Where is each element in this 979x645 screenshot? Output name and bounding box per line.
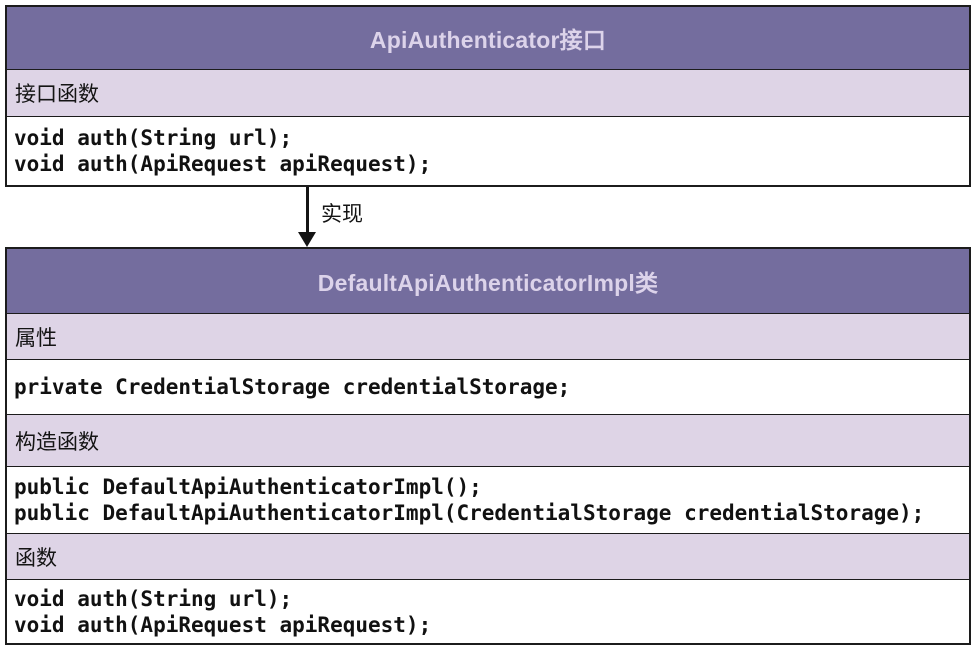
methods-section-label: 函数 xyxy=(7,533,969,579)
code-line: void auth(ApiRequest apiRequest); xyxy=(14,612,432,637)
class-box-title: DefaultApiAuthenticatorImpl类 xyxy=(7,249,969,313)
code-line: void auth(String url); xyxy=(14,126,293,150)
arrow-down-icon xyxy=(298,232,316,247)
arrow-line xyxy=(306,187,309,234)
code-line: void auth(String url); xyxy=(14,586,293,611)
constructors-code: public DefaultApiAuthenticatorImpl(); pu… xyxy=(7,466,969,533)
interface-methods-code: void auth(String url); void auth(ApiRequ… xyxy=(7,116,969,185)
methods-code: void auth(String url); void auth(ApiRequ… xyxy=(7,579,969,643)
code-line: public DefaultApiAuthenticatorImpl(); xyxy=(14,475,482,499)
implements-arrow: 实现 xyxy=(5,187,971,247)
interface-box-title: ApiAuthenticator接口 xyxy=(7,7,969,69)
attributes-code: private CredentialStorage credentialStor… xyxy=(7,359,969,414)
interface-methods-section-label: 接口函数 xyxy=(7,69,969,116)
implements-label: 实现 xyxy=(321,203,363,226)
constructors-section-label: 构造函数 xyxy=(7,414,969,466)
interface-box: ApiAuthenticator接口 接口函数 void auth(String… xyxy=(5,5,971,187)
class-box: DefaultApiAuthenticatorImpl类 属性 private … xyxy=(5,247,971,645)
diagram-content: ApiAuthenticator接口 接口函数 void auth(String… xyxy=(5,5,971,645)
code-line: private CredentialStorage credentialStor… xyxy=(14,375,571,399)
code-line: void auth(ApiRequest apiRequest); xyxy=(14,152,432,176)
attributes-section-label: 属性 xyxy=(7,313,969,359)
code-line: public DefaultApiAuthenticatorImpl(Crede… xyxy=(14,501,925,525)
